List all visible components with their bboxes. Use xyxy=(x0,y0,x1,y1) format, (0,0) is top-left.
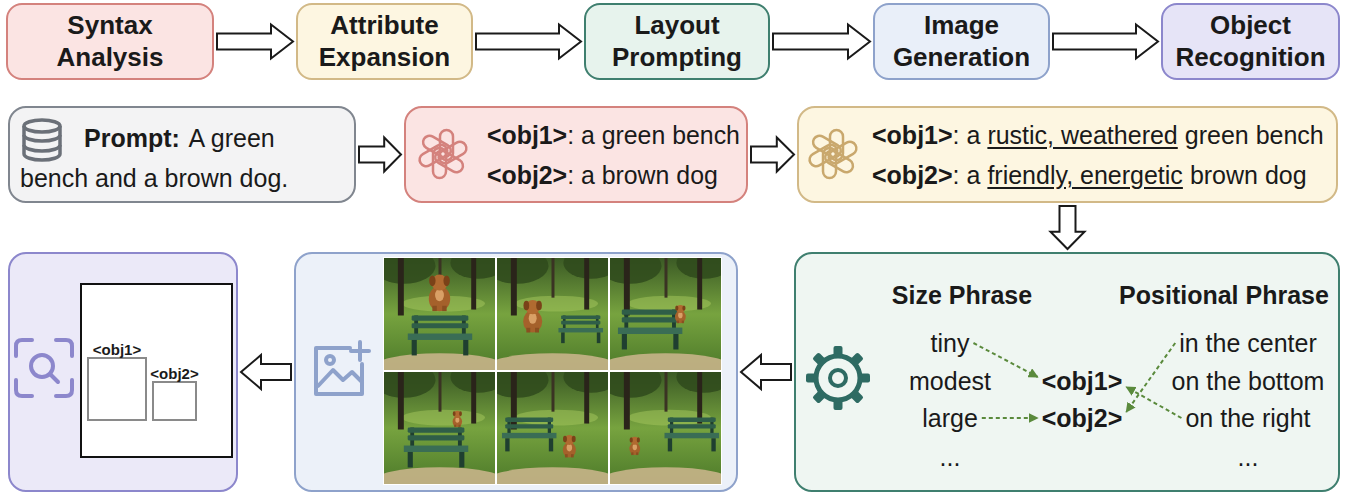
prompt-box: Prompt:A green bench and a brown dog. xyxy=(8,106,356,203)
object-phrase: friendly, energetic xyxy=(987,161,1182,189)
phrase-label: in the center xyxy=(1179,328,1317,358)
llm-icon xyxy=(417,130,469,178)
flow-arrow xyxy=(359,138,401,172)
gear-icon xyxy=(806,346,870,410)
prompt-text: Prompt: xyxy=(84,124,180,152)
flow-arrow xyxy=(241,355,291,389)
object-phrase: rustic, weathered xyxy=(987,121,1177,149)
stage-box: Layout Prompting xyxy=(584,3,770,80)
stage-title: Object Recognition xyxy=(1175,10,1325,72)
box-label: <obj1> xyxy=(93,342,141,359)
flow-arrow xyxy=(773,25,870,59)
photo-grid-ground xyxy=(383,257,722,485)
flow-arrow xyxy=(751,138,794,172)
object-phrase: : a green bench xyxy=(567,121,740,149)
stage-title: Image Generation xyxy=(893,10,1030,72)
llm-icon xyxy=(807,130,859,178)
stage-title: Layout Prompting xyxy=(612,10,742,72)
generated-photo xyxy=(370,361,509,495)
generated-photo xyxy=(596,247,735,385)
stage-title: Attribute Expansion xyxy=(319,10,450,72)
syntax-box: <obj1>: a green bench<obj2>: a brown dog xyxy=(404,106,748,203)
stage-box: Object Recognition xyxy=(1161,3,1340,80)
phrase-label: <obj2> xyxy=(1042,403,1123,433)
dashed-arrow xyxy=(982,417,1038,419)
object-phrase: <obj2> xyxy=(487,161,567,189)
phrase-label: Positional Phrase xyxy=(1119,280,1329,310)
attribute-box: <obj1>: arustic, weathered green bench <ob… xyxy=(797,106,1338,203)
layout-panel: Size Phrase Positional Phrase tiny in the c… xyxy=(794,252,1340,492)
bounding-box: <obj2> xyxy=(152,381,197,421)
generated-photo xyxy=(483,247,622,385)
flow-arrow xyxy=(741,355,791,389)
object-phrase: <obj2> xyxy=(872,161,953,189)
stage-box: Syntax Analysis xyxy=(6,3,214,80)
recognition-panel: <obj1><obj2> xyxy=(8,252,238,492)
box-label: <obj2> xyxy=(150,366,198,383)
phrase-label: on the bottom xyxy=(1172,366,1325,396)
phrase-label: Size Phrase xyxy=(892,280,1032,310)
phrase-label: on the right xyxy=(1185,403,1310,433)
icon-space xyxy=(20,118,84,152)
phrase-label: large xyxy=(922,403,978,433)
object-phrase: : a brown dog xyxy=(567,161,718,189)
flow-arrow xyxy=(1053,25,1158,59)
object-phrase: brown dog xyxy=(1190,161,1307,189)
dashed-arrow xyxy=(1126,343,1175,412)
generation-panel xyxy=(294,252,738,492)
dashed-arrow xyxy=(973,343,1037,377)
object-phrase: : a xyxy=(953,121,981,149)
search-icon xyxy=(16,340,72,396)
bounding-box: <obj1> xyxy=(87,357,147,421)
flow-arrow xyxy=(217,25,293,59)
database-icon xyxy=(24,120,60,160)
flow-arrow xyxy=(1051,206,1085,249)
object-phrase: green bench xyxy=(1185,121,1324,149)
stage-box: Image Generation xyxy=(873,3,1050,80)
phrase-label: ... xyxy=(1238,442,1259,472)
assignment-arrows xyxy=(973,343,1181,418)
flow-arrow xyxy=(476,25,581,59)
stage-box: Attribute Expansion xyxy=(296,3,473,80)
generated-photo xyxy=(596,361,735,495)
generated-photo xyxy=(483,361,622,495)
canvas-box: <obj1><obj2> xyxy=(80,283,233,458)
phrase-label: <obj1> xyxy=(1042,366,1123,396)
object-phrase: <obj1> xyxy=(487,121,567,149)
object-phrase: : a xyxy=(953,161,981,189)
object-phrase: <obj1> xyxy=(872,121,953,149)
stage-title: Syntax Analysis xyxy=(57,10,164,72)
phrase-label: tiny xyxy=(931,328,970,358)
phrase-label: ... xyxy=(940,442,961,472)
dashed-arrow xyxy=(1126,387,1181,418)
phrase-label: modest xyxy=(909,366,991,396)
image-icon xyxy=(316,342,369,394)
generated-photo xyxy=(370,247,509,385)
